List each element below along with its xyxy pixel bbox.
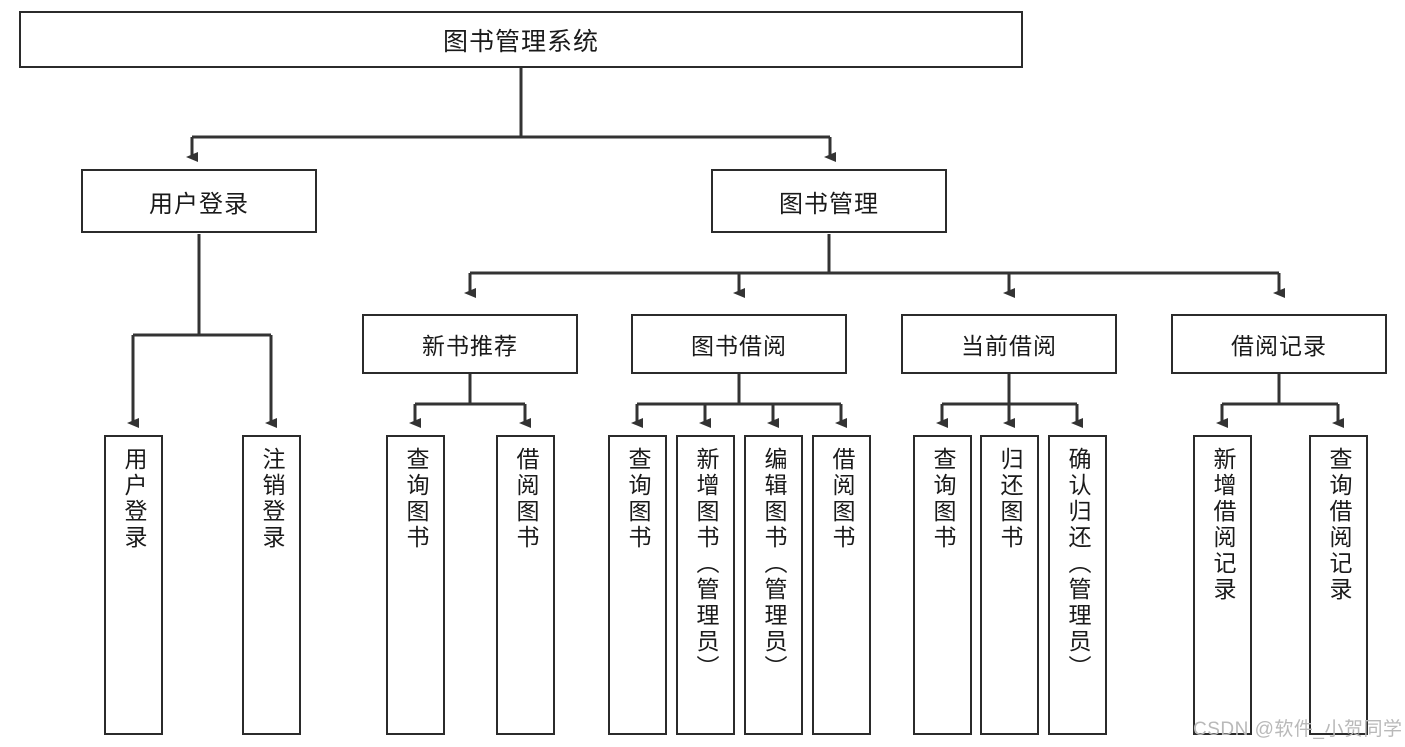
leaf-label: 查询借阅记录 — [1326, 447, 1352, 603]
leaf-recommend-borrow-book[interactable]: 借阅图书 — [496, 435, 555, 735]
node-borrow-record[interactable]: 借阅记录 — [1171, 314, 1387, 374]
leaf-label: 注销登录 — [259, 447, 285, 551]
node-new-book-recommend[interactable]: 新书推荐 — [362, 314, 578, 374]
leaf-borrow-edit-book[interactable]: 编辑图书（管理员） — [744, 435, 803, 735]
leaf-current-confirm-return[interactable]: 确认归还（管理员） — [1048, 435, 1107, 735]
node-book-borrow-label: 图书借阅 — [691, 333, 787, 359]
leaf-borrow-add-book[interactable]: 新增图书（管理员） — [676, 435, 735, 735]
node-root-label: 图书管理系统 — [442, 27, 599, 56]
node-root[interactable]: 图书管理系统 — [19, 11, 1023, 68]
leaf-label: 查询图书 — [625, 447, 651, 551]
leaf-borrow-borrow-book[interactable]: 借阅图书 — [812, 435, 871, 735]
leaf-current-query-book[interactable]: 查询图书 — [913, 435, 972, 735]
leaf-label: 查询图书 — [930, 447, 956, 551]
leaf-recommend-query-book[interactable]: 查询图书 — [386, 435, 445, 735]
node-borrow-record-label: 借阅记录 — [1231, 333, 1327, 359]
leaf-label: 借阅图书 — [513, 447, 539, 551]
leaf-label: 查询图书 — [403, 447, 429, 551]
node-user-login-label: 用户登录 — [149, 190, 249, 218]
node-current-borrow-label: 当前借阅 — [961, 333, 1057, 359]
leaf-user-login-logout[interactable]: 注销登录 — [242, 435, 301, 735]
leaf-record-add-record[interactable]: 新增借阅记录 — [1193, 435, 1252, 735]
leaf-label: 编辑图书（管理员） — [761, 447, 787, 681]
leaf-label: 新增借阅记录 — [1210, 447, 1236, 603]
node-book-management-label: 图书管理 — [779, 190, 879, 218]
csdn-watermark: CSDN @软件_小贺同学 — [1193, 719, 1403, 740]
node-book-borrow[interactable]: 图书借阅 — [631, 314, 847, 374]
node-book-management[interactable]: 图书管理 — [711, 169, 947, 233]
leaf-record-query-record[interactable]: 查询借阅记录 — [1309, 435, 1368, 735]
leaf-label: 借阅图书 — [829, 447, 855, 551]
leaf-borrow-query-book[interactable]: 查询图书 — [608, 435, 667, 735]
leaf-label: 确认归还（管理员） — [1065, 447, 1091, 681]
node-current-borrow[interactable]: 当前借阅 — [901, 314, 1117, 374]
leaf-label: 归还图书 — [997, 447, 1023, 551]
leaf-label: 用户登录 — [121, 447, 147, 551]
leaf-user-login-login[interactable]: 用户登录 — [104, 435, 163, 735]
node-new-book-recommend-label: 新书推荐 — [422, 333, 518, 359]
leaf-label: 新增图书（管理员） — [693, 447, 719, 681]
leaf-current-return-book[interactable]: 归还图书 — [980, 435, 1039, 735]
node-user-login[interactable]: 用户登录 — [81, 169, 317, 233]
